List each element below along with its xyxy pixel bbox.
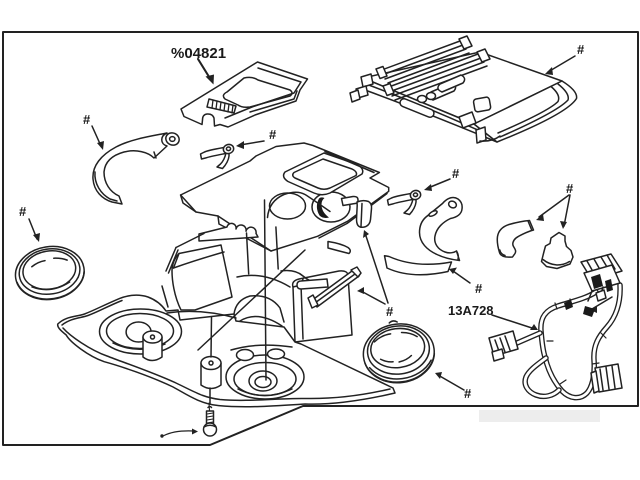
svg-text:#: # bbox=[83, 112, 91, 127]
svg-text:#: # bbox=[566, 181, 574, 196]
svg-text:#: # bbox=[19, 204, 27, 219]
svg-text:#: # bbox=[269, 127, 277, 142]
svg-text:13A728: 13A728 bbox=[448, 303, 494, 318]
svg-text:#: # bbox=[577, 42, 585, 57]
svg-text:#: # bbox=[475, 281, 483, 296]
svg-text:%04821: %04821 bbox=[171, 45, 226, 62]
svg-text:#: # bbox=[464, 386, 472, 401]
svg-text:#: # bbox=[452, 166, 460, 181]
svg-text:#: # bbox=[386, 304, 394, 319]
